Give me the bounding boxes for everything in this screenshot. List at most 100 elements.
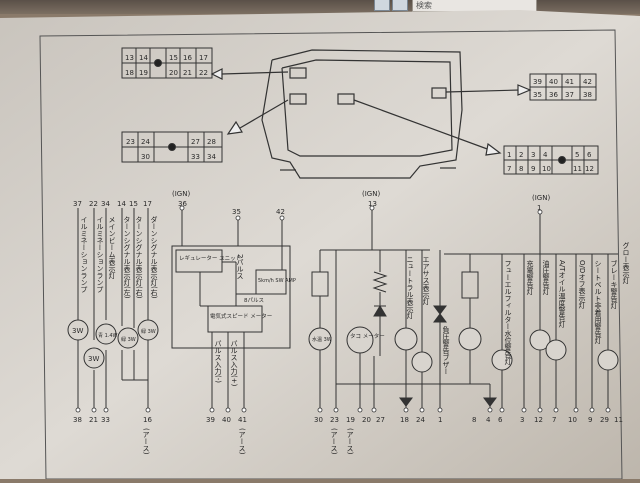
pin-8: 8	[519, 165, 523, 173]
middle-labels: (IGN) 13 水温 3W タコ メーター ニュートラル表示灯 エアサス表示灯…	[312, 190, 450, 455]
pin-24: 24	[141, 138, 150, 146]
od-off-indicator-label: O/Dオフ表示灯	[578, 260, 586, 309]
pin-6-bottom: 6	[498, 416, 503, 424]
pin-27: 27	[191, 138, 200, 146]
tachometer-label: タコ メーター	[350, 332, 385, 340]
pin-39-bottom: 39	[206, 416, 215, 424]
ign-label-left: (IGN)	[172, 190, 190, 198]
pin-38-bottom: 38	[73, 416, 82, 424]
pin-13: 13	[125, 54, 134, 62]
pin-10: 10	[542, 165, 551, 173]
charge-warning-label: 充電警告灯	[526, 259, 534, 296]
pin-5: 5	[575, 151, 579, 159]
bulb-label-1: 3W	[72, 327, 83, 335]
pin-17-top: 17	[143, 200, 152, 208]
pin-11-bottom: 11	[614, 416, 623, 424]
connector-mid-left	[121, 131, 223, 163]
pin-33: 33	[191, 153, 200, 161]
pin-7-bottom: 7	[552, 416, 556, 424]
pin-19-bottom: 19	[346, 416, 355, 424]
pin-38: 38	[583, 91, 592, 99]
pin-35-top: 35	[232, 208, 241, 216]
pin-6: 6	[587, 151, 592, 159]
ecu-unit	[261, 49, 463, 179]
pin-23-bottom: 23	[330, 416, 339, 424]
pin-11: 11	[573, 165, 582, 173]
fuel-filter-warning-label: フューエルフィルター水位警告灯	[504, 260, 512, 366]
illumination-lamp-label-1: イルミネーションランプ	[80, 216, 88, 293]
pin-29-bottom: 29	[600, 416, 609, 424]
pin-21: 21	[183, 69, 192, 77]
pin-28: 28	[207, 138, 216, 146]
pin-20: 20	[169, 69, 178, 77]
left-lamp-bulbs	[67, 319, 159, 369]
bulb-label-3: 青 1.4W	[98, 332, 118, 339]
pulse-input-1-label: パルス入力(-)	[214, 340, 222, 383]
left-lamp-bulb-labels: 3W 3W 青 1.4W 緑 3W 緑 3W	[72, 327, 156, 363]
pin-22-top: 22	[89, 200, 98, 208]
pulse8-label: 8パルス	[244, 297, 264, 304]
window-top-bar: 検索	[0, 0, 640, 14]
pin-21-bottom: 21	[89, 416, 98, 424]
pin-36: 36	[549, 91, 558, 99]
pin-27-bottom: 27	[376, 416, 385, 424]
illumination-lamp-label-2: イルミネーションランプ	[96, 216, 104, 293]
sw-amp-label: 5km/h SW AMP	[258, 278, 296, 284]
pin-17: 17	[199, 54, 208, 62]
pin-40: 40	[549, 78, 558, 86]
pulse-input-2-label: パルス入力(+)	[230, 340, 238, 387]
pin-40-bottom: 40	[222, 416, 231, 424]
pin-30: 30	[141, 153, 150, 161]
pin-24-bottom: 24	[416, 416, 425, 424]
right-lamp-bottom-pins: 18 24 1 8 4 6 3 12 7 10 9 29 11	[400, 416, 623, 424]
left-lamp-top-pins: 37 22 34 14 15 17	[73, 200, 152, 208]
middle-wires	[311, 206, 490, 410]
pin-4-bottom: 4	[486, 416, 491, 424]
ground-label-mid-2: (アース)	[346, 428, 354, 455]
toolbar-icon-1[interactable]	[374, 0, 390, 11]
speedometer-label: 電気式スピード メーター	[210, 312, 272, 320]
pin-18-bottom: 18	[400, 416, 409, 424]
pin-37-top: 37	[73, 200, 82, 208]
pin-4: 4	[543, 151, 548, 159]
terminal-dots	[75, 205, 611, 413]
pin-10-bottom: 10	[568, 416, 577, 424]
regulator-label: レギュレーター ユニット	[179, 254, 241, 262]
connector-mid-right-pins: 1 2 3 4 5 6 7 8 9 10 11 12	[507, 151, 594, 173]
pin-16: 16	[183, 54, 192, 62]
pin-34-top: 34	[101, 200, 110, 208]
pin-23: 23	[126, 138, 135, 146]
pin-15-top: 15	[129, 200, 138, 208]
pin-18: 18	[125, 69, 134, 77]
pin-12: 12	[585, 165, 594, 173]
bulb-label-4: 緑 3W	[121, 336, 136, 343]
speedo-labels: レギュレーター ユニット 2パルス 5km/h SW AMP 8パルス 電気式ス…	[179, 254, 296, 455]
pin-8-bottom: 8	[472, 416, 476, 424]
glow-indicator-label: グロー表示灯	[622, 241, 630, 285]
ign-label-right: (IGN)	[532, 194, 550, 202]
pin-42: 42	[583, 78, 592, 86]
wiring-diagram-page: 13 14 15 16 17 18 19 20 21 22 23 24 27 2…	[0, 10, 640, 480]
pin-36-top: 36	[178, 200, 187, 208]
left-lamp-labels: イルミネーションランプ イルミネーションランプ メインビーム表示灯 ターンシグナ…	[80, 215, 158, 299]
turn-right-label: ターンシグナル表示灯(右)	[135, 216, 143, 299]
pin-35: 35	[533, 91, 542, 99]
pin-34: 34	[207, 153, 216, 161]
pin-1-top: 1	[537, 204, 541, 212]
toolbar-icon-2[interactable]	[392, 0, 408, 11]
neutral-indicator-label: ニュートラル表示灯	[406, 256, 414, 320]
main-beam-label: メインビーム表示灯	[108, 216, 116, 280]
ground-label-mid-1: (アース)	[330, 428, 338, 455]
connector-top-right	[529, 73, 597, 101]
connector-top-right-pins: 39 40 41 42 35 36 37 38	[533, 78, 592, 99]
ground-label-speedo: (アース)	[238, 428, 246, 455]
right-lamp-wires	[444, 210, 618, 410]
ign-label-mid: (IGN)	[362, 190, 380, 198]
pin-9-bottom: 9	[588, 416, 592, 424]
pin-33-bottom: 33	[101, 416, 110, 424]
bulb-label-2: 3W	[88, 355, 99, 363]
connector-top-left	[121, 47, 213, 79]
bulb-label-5: 緑 3W	[141, 328, 156, 335]
pin-41: 41	[565, 78, 574, 86]
pin-3: 3	[531, 151, 535, 159]
